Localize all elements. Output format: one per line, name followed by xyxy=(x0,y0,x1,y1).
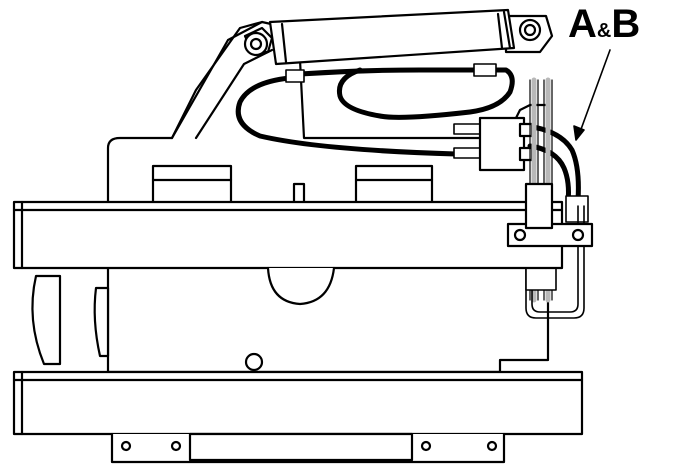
hose-fittings xyxy=(285,63,589,223)
valve-block xyxy=(478,116,534,172)
upper-cross-beam xyxy=(12,200,564,270)
callout-letter-b: B xyxy=(611,2,641,46)
body-windows xyxy=(151,164,434,208)
callout-letter-a: A xyxy=(568,2,597,46)
callout-label: A&B xyxy=(568,2,640,53)
base-plate xyxy=(110,432,506,464)
callout-ampersand: & xyxy=(596,20,612,42)
pipe-clamp xyxy=(506,182,594,248)
callout-arrow xyxy=(573,49,611,141)
hydraulic-cylinder xyxy=(268,8,516,66)
lower-body xyxy=(31,266,336,372)
lower-cross-beam xyxy=(12,370,584,436)
